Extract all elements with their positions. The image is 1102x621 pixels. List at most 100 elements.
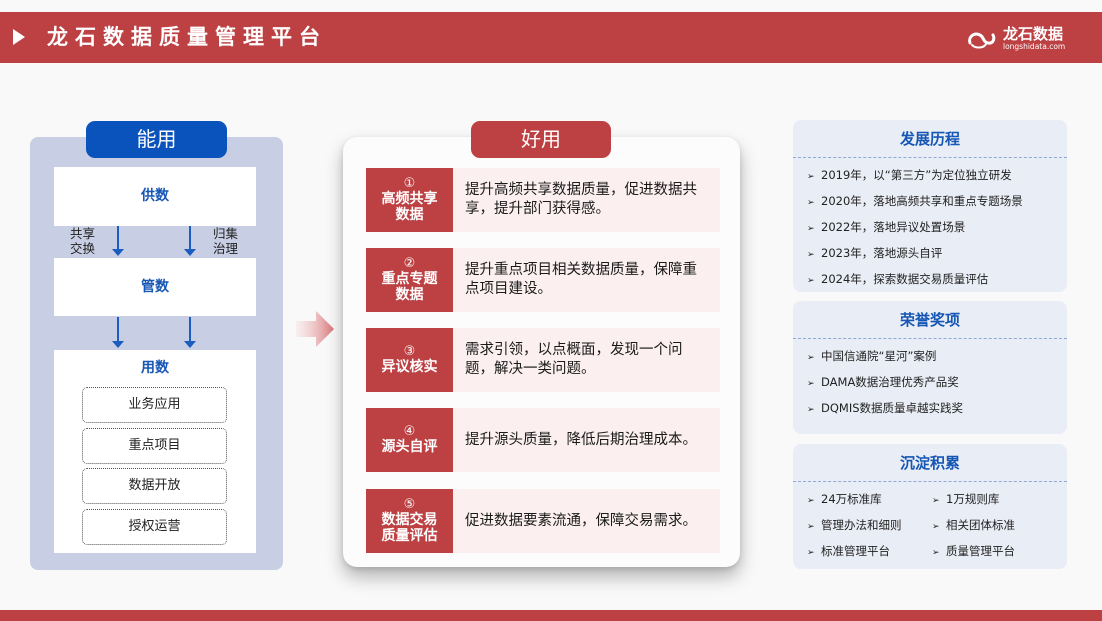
history-text: 2020年，落地高频共享和重点专题场景 [821, 194, 1023, 208]
scenario-desc: 需求引领，以点概面，发现一个问题，解决一类问题。 [453, 328, 720, 392]
arrow-bullet-icon: ➢ [807, 522, 815, 532]
scenario-desc: 提升源头质量，降低后期治理成本。 [453, 408, 720, 472]
scenario-tag: ① 高频共享 数据 [366, 168, 453, 232]
honors-panel: 荣誉奖项 ➢ 中国信通院“星河”案例 ➢ DAMA数据治理优秀产品奖 ➢ DQMIS数… [793, 301, 1067, 434]
arrow-down-icon [112, 317, 124, 348]
header-bar: 龙石数据质量管理平台 龙石数据 longshidata.com [0, 12, 1102, 63]
scenario-name: 重点专题 [381, 271, 438, 287]
history-text: 2019年，以“第三方”为定位独立研发 [821, 168, 1012, 182]
arrow-bullet-icon: ➢ [807, 224, 815, 234]
scenario-row-5: ⑤ 数据交易 质量评估 促进数据要素流通，保障交易需求。 [366, 489, 720, 553]
scenario-tag: ④ 源头自评 [366, 408, 453, 472]
arrow-bullet-icon: ➢ [932, 496, 940, 506]
arrow-down-icon [184, 226, 196, 256]
easy-to-use-title: 好用 [471, 121, 611, 158]
accumulation-text: 管理办法和细则 [821, 518, 902, 532]
scenario-row-4: ④ 源头自评 提升源头质量，降低后期治理成本。 [366, 408, 720, 472]
scenario-name: 质量评估 [381, 528, 438, 544]
use-box: 用数 业务应用 重点项目 数据开放 授权运营 [54, 350, 256, 553]
scenario-number: ③ [403, 344, 416, 359]
honor-item: ➢ DAMA数据治理优秀产品奖 [807, 369, 1067, 395]
arrow-bullet-icon: ➢ [807, 276, 815, 286]
arrow-bullet-icon: ➢ [932, 522, 940, 532]
arrow-right-icon [296, 311, 334, 347]
accumulation-text: 相关团体标准 [946, 518, 1015, 532]
scenario-row-1: ① 高频共享 数据 提升高频共享数据质量，促进数据共享，提升部门获得感。 [366, 168, 720, 232]
scenario-name: 数据交易 [381, 512, 438, 528]
history-item: ➢ 2020年，落地高频共享和重点专题场景 [807, 188, 1067, 214]
honor-item: ➢ DQMIS数据质量卓越实践奖 [807, 395, 1067, 421]
scenario-name: 源头自评 [381, 439, 438, 455]
play-triangle-icon [13, 29, 25, 45]
manage-box: 管数 [54, 258, 256, 316]
accumulation-text: 质量管理平台 [946, 544, 1015, 558]
footer-bar [0, 610, 1102, 621]
arrow-bullet-icon: ➢ [807, 353, 815, 363]
honor-text: DAMA数据治理优秀产品奖 [821, 375, 959, 389]
accumulation-item: ➢1万规则库 [932, 486, 1057, 512]
logo-domain: longshidata.com [1003, 42, 1066, 51]
history-title: 发展历程 [793, 120, 1067, 158]
scenario-number: ⑤ [403, 497, 416, 512]
history-panel: 发展历程 ➢ 2019年，以“第三方”为定位独立研发 ➢ 2020年，落地高频共享和… [793, 120, 1067, 292]
history-item: ➢ 2022年，落地异议处置场景 [807, 214, 1067, 240]
arrow-bullet-icon: ➢ [807, 379, 815, 389]
history-item: ➢ 2024年，探索数据交易质量评估 [807, 266, 1067, 292]
scenario-row-2: ② 重点专题 数据 提升重点项目相关数据质量，保障重点项目建设。 [366, 248, 720, 312]
scenario-desc: 提升高频共享数据质量，促进数据共享，提升部门获得感。 [453, 168, 720, 232]
history-item: ➢ 2019年，以“第三方”为定位独立研发 [807, 162, 1067, 188]
exchange-label: 交换 [70, 241, 96, 256]
honor-text: DQMIS数据质量卓越实践奖 [821, 401, 964, 415]
arrow-bullet-icon: ➢ [807, 198, 815, 208]
scenario-number: ④ [403, 424, 416, 439]
use-item-data-open: 数据开放 [82, 468, 227, 504]
scenario-desc: 提升重点项目相关数据质量，保障重点项目建设。 [453, 248, 720, 312]
scenario-number: ① [403, 176, 416, 191]
arrow-bullet-icon: ➢ [807, 405, 815, 415]
scenario-tag: ③ 异议核实 [366, 328, 453, 392]
brand-logo: 龙石数据 longshidata.com [966, 25, 1086, 51]
scenario-tag: ② 重点专题 数据 [366, 248, 453, 312]
govern-label: 治理 [213, 241, 239, 256]
history-text: 2024年，探索数据交易质量评估 [821, 272, 989, 286]
use-item-business: 业务应用 [82, 387, 227, 423]
honor-text: 中国信通院“星河”案例 [821, 349, 937, 363]
scenario-row-3: ③ 异议核实 需求引领，以点概面，发现一个问题，解决一类问题。 [366, 328, 720, 392]
scenario-name: 数据 [395, 207, 424, 223]
accumulation-item: ➢ 质量管理平台 [932, 538, 1057, 564]
honor-item: ➢ 中国信通院“星河”案例 [807, 343, 1067, 369]
accumulation-item: ➢标准管理平台 [807, 538, 932, 564]
use-item-authorized-ops: 授权运营 [82, 509, 227, 545]
page-title: 龙石数据质量管理平台 [47, 25, 327, 49]
accumulation-text: 标准管理平台 [821, 544, 890, 558]
scenario-tag: ⑤ 数据交易 质量评估 [366, 489, 453, 553]
logo-name: 龙石数据 [1003, 25, 1064, 43]
honors-title: 荣誉奖项 [793, 301, 1067, 339]
arrow-bullet-icon: ➢ [807, 250, 815, 260]
accumulation-item: ➢ 管理办法和细则 [807, 512, 932, 538]
supply-box: 供数 [54, 167, 256, 226]
accumulation-item: ➢24万标准库 [807, 486, 932, 512]
arrow-bullet-icon: ➢ [807, 172, 815, 182]
logo-swirl-icon [968, 32, 996, 49]
arrow-bullet-icon: ➢ [807, 496, 815, 506]
scenario-name: 高频共享 [381, 191, 438, 207]
manage-label: 管数 [141, 279, 169, 295]
collect-govern-label: 归集 治理 [213, 226, 238, 256]
arrow-down-icon [184, 317, 196, 348]
accumulation-item: ➢ 相关团体标准 [932, 512, 1057, 538]
accumulation-title: 沉淀积累 [793, 444, 1067, 482]
scenario-name: 数据 [395, 287, 424, 303]
use-label: 用数 [141, 360, 169, 376]
arrow-down-icon [112, 226, 124, 256]
share-label: 共享 [70, 226, 96, 241]
history-text: 2023年，落地源头自评 [821, 246, 943, 260]
arrow-bullet-icon: ➢ [932, 548, 940, 558]
use-item-key-project: 重点项目 [82, 428, 227, 464]
collect-label: 归集 [213, 226, 239, 241]
scenario-name: 异议核实 [381, 359, 438, 375]
usable-title: 能用 [86, 121, 227, 158]
history-item: ➢ 2023年，落地源头自评 [807, 240, 1067, 266]
history-text: 2022年，落地异议处置场景 [821, 220, 966, 234]
